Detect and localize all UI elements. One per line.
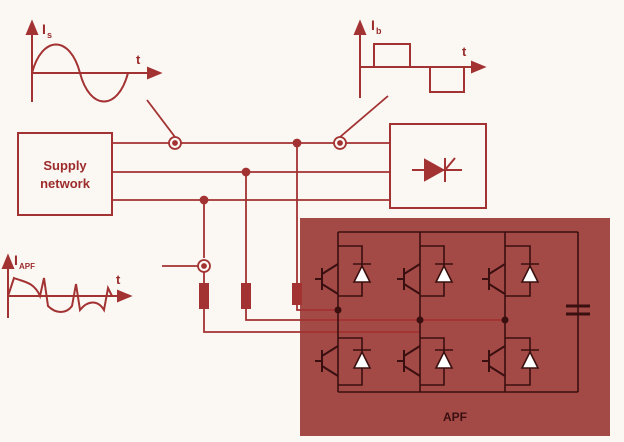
diode-icon xyxy=(520,263,540,283)
igbt-icon xyxy=(315,263,339,295)
waveform-ib: I b t xyxy=(353,17,487,98)
time-axis-label: t xyxy=(136,52,141,67)
waveform-iapf: I APF t xyxy=(1,252,133,318)
phase-lines xyxy=(112,142,390,201)
inductor-icon xyxy=(199,283,302,309)
supply-network-box: Supply network xyxy=(17,132,113,216)
apf-bridge xyxy=(337,231,579,393)
line-taps xyxy=(199,138,302,283)
diode-icon xyxy=(434,263,454,283)
waveform-iapf-label: I xyxy=(14,252,18,268)
apf-label: APF xyxy=(443,410,467,424)
leg-junctions xyxy=(334,306,509,324)
supply-label-line1: Supply xyxy=(43,158,87,173)
supply-label-line2: network xyxy=(40,176,91,191)
waveform-iapf-sub: APF xyxy=(19,262,35,271)
diode-icon xyxy=(520,349,540,369)
igbt-icon xyxy=(482,345,506,377)
rectifier-load-box xyxy=(389,123,487,209)
waveform-is: I s t xyxy=(25,19,163,103)
current-probe-icon xyxy=(162,259,211,273)
igbt-icon xyxy=(397,345,421,377)
time-axis-label: t xyxy=(116,272,121,287)
igbt-icon xyxy=(482,263,506,295)
diode-icon xyxy=(352,263,372,283)
igbt-icon xyxy=(397,263,421,295)
current-probe-icon xyxy=(333,95,389,150)
apf-panel xyxy=(300,218,610,436)
igbt-icon xyxy=(315,345,339,377)
waveform-ib-label: I xyxy=(371,17,375,33)
time-axis-label: t xyxy=(462,44,467,59)
capacitor-icon xyxy=(566,304,590,316)
waveform-ib-sub: b xyxy=(376,26,382,36)
current-probe-icon xyxy=(146,99,182,150)
rectifier-diode-icon xyxy=(412,157,462,182)
waveform-is-sub: s xyxy=(47,30,52,40)
diode-icon xyxy=(352,349,372,369)
waveform-is-label: I xyxy=(42,21,46,37)
diode-icon xyxy=(434,349,454,369)
